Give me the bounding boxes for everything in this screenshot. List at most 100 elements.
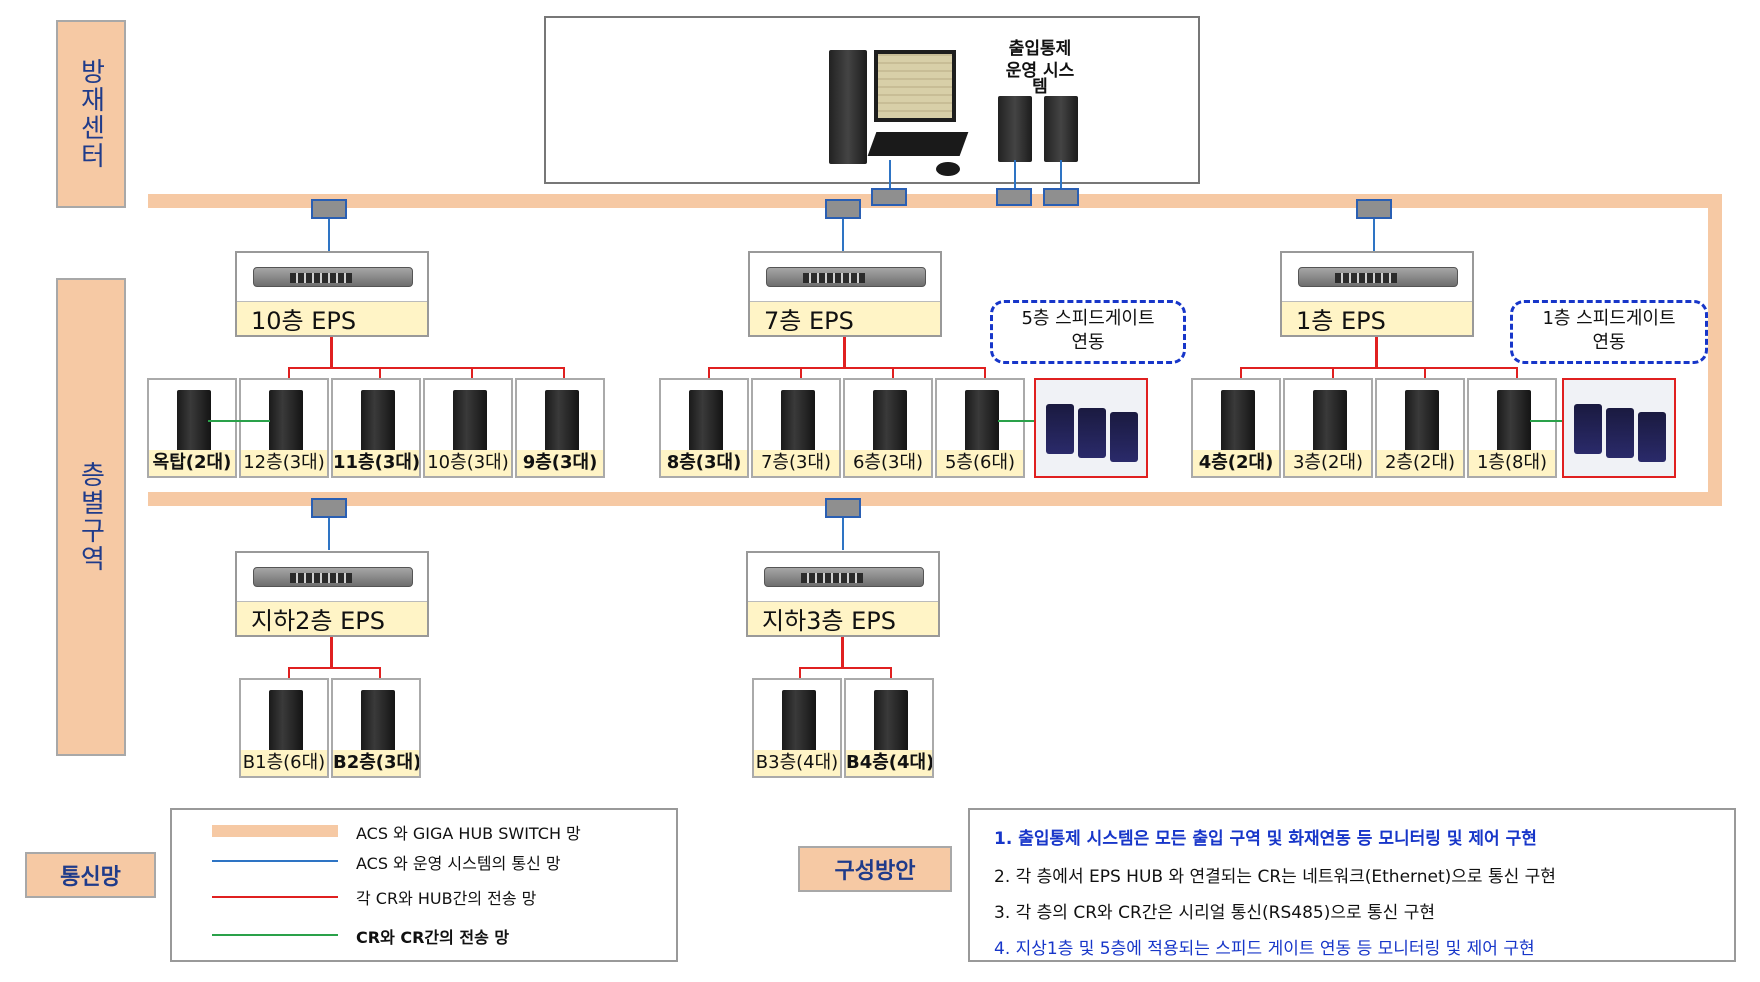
cr-label: 2층(2대) [1377,450,1463,476]
bus-switch-ops1 [871,188,907,206]
plan-item-3: 3. 각 층의 CR와 CR간은 시리얼 통신(RS485)으로 통신 구현 [994,903,1436,923]
link-cr-gate [1530,420,1562,422]
cr-device-icon [361,390,395,452]
cr-cell: B1층(6대) [239,678,329,778]
bus-switch-f1 [1356,199,1392,219]
cr-label: 3층(2대) [1285,450,1371,476]
plan-box: 1. 출입통제 시스템은 모든 출입 구역 및 화재연동 등 모니터링 및 제어… [968,808,1736,962]
link-cr-trunk-f7 [843,337,846,369]
eps-b2: 지하2층 EPS [235,551,429,637]
legend-item-1: ACS 와 GIGA HUB SWITCH 망 [356,824,581,843]
link-bus-f1 [1373,219,1375,251]
cr-label: 옥탑(2대) [149,450,235,476]
legend-swatch-green [212,934,338,936]
ops-server-1-icon [998,96,1032,162]
link-ops-server2 [1060,160,1062,190]
speed-gate-f1 [1562,378,1676,478]
link-cr-bus-b3 [799,667,891,669]
cr-device-icon [1221,390,1255,452]
bus-switch-ops3 [1043,188,1079,206]
callout-f5-line2: 연동 [1071,332,1105,353]
plan-title: 구성방안 [798,846,952,892]
speed-gate-icon [1606,408,1634,458]
cr-device-icon [873,390,907,452]
cr-cell: 3층(2대) [1283,378,1373,478]
cr-label: 11층(3대) [333,450,419,476]
cr-cell: 8층(3대) [659,378,749,478]
hub-icon [764,567,924,587]
cr-cell: B2층(3대) [331,678,421,778]
giga-bus-lower [148,492,1722,506]
cr-device-icon [781,390,815,452]
eps-b2-label: 지하2층 EPS [237,601,427,635]
legend-item-4: CR와 CR간의 전송 망 [356,928,510,947]
link-bus-f10 [328,219,330,251]
bus-switch-b3 [825,498,861,518]
eps-f1-label: 1층 EPS [1282,301,1472,335]
hub-icon [766,267,926,287]
cr-device-icon [269,390,303,452]
cr-cell: 6층(3대) [843,378,933,478]
link-cr-bus-f1 [1240,367,1516,369]
zone-disaster-center: 방재센터 [56,20,126,208]
cr-device-icon [545,390,579,452]
system-title: 출입통제 운영 시스 템 [984,38,1096,98]
callout-f1-line2: 연동 [1592,332,1626,353]
giga-bus-right [1708,194,1722,506]
cr-device-icon [177,390,211,452]
cr-cell: 4층(2대) [1191,378,1281,478]
cr-device-icon [269,690,303,752]
legend-swatch-giga [212,825,338,837]
cr-cell: 9층(3대) [515,378,605,478]
mouse-icon [936,162,960,176]
server-tower-icon [829,50,867,164]
cr-device-icon [782,690,816,752]
cr-label: 6층(3대) [845,450,931,476]
eps-b3-label: 지하3층 EPS [748,601,938,635]
cr-cell: 2층(2대) [1375,378,1465,478]
hub-icon [253,267,413,287]
cr-label: 7층(3대) [753,450,839,476]
speed-gate-f5 [1034,378,1148,478]
cr-label: 5층(6대) [937,450,1023,476]
cr-device-icon [1405,390,1439,452]
cr-device-icon [453,390,487,452]
cr-cell: 11층(3대) [331,378,421,478]
cr-label: 8층(3대) [661,450,747,476]
cr-device-icon [689,390,723,452]
link-cr-trunk-b3 [841,637,844,669]
bus-switch-f7 [825,199,861,219]
cr-label: 4층(2대) [1193,450,1279,476]
cr-label: B1층(6대) [241,750,327,776]
link-cr-cr [208,420,270,422]
legend-title: 통신망 [25,852,156,898]
legend-swatch-blue [212,860,338,862]
plan-item-1: 1. 출입통제 시스템은 모든 출입 구역 및 화재연동 등 모니터링 및 제어… [994,829,1537,849]
zone-floor: 층별구역 [56,278,126,756]
cr-label: B4층(4대) [846,750,932,776]
plan-item-2: 2. 각 층에서 EPS HUB 와 연결되는 CR는 네트워크(Etherne… [994,867,1556,887]
legend-swatch-red [212,896,338,898]
system-title-line1: 출입통제 [1008,39,1072,59]
speed-gate-icon [1638,412,1666,462]
cr-cell: B3층(4대) [752,678,842,778]
legend-item-2: ACS 와 운영 시스템의 통신 망 [356,854,561,873]
bus-switch-b2 [311,498,347,518]
cr-device-icon [965,390,999,452]
callout-f1-speedgate: 1층 스피드게이트 연동 [1510,300,1708,364]
eps-f7-label: 7층 EPS [750,301,940,335]
bus-switch-f10 [311,199,347,219]
cr-cell: B4층(4대) [844,678,934,778]
legend-box: ACS 와 GIGA HUB SWITCH 망 ACS 와 운영 시스템의 통신… [170,808,678,962]
monitor-icon [874,50,956,122]
speed-gate-icon [1574,404,1602,454]
cr-device-icon [1313,390,1347,452]
cr-cell: 옥탑(2대) [147,378,237,478]
hub-icon [1298,267,1458,287]
link-cr-bus-f10 [288,367,564,369]
ops-server-2-icon [1044,96,1078,162]
speed-gate-icon [1078,408,1106,458]
cr-cell: 1층(8대) [1467,378,1557,478]
cr-device-icon [1497,390,1531,452]
link-ops-pc [889,160,891,190]
